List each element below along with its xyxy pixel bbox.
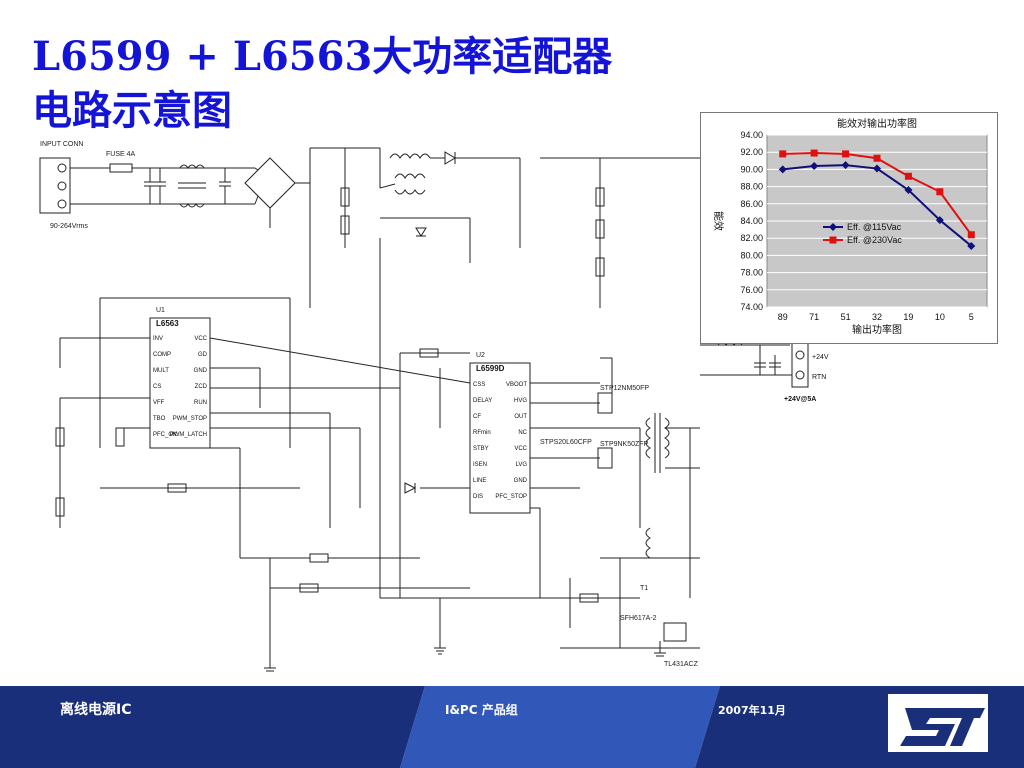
ic-pin-label: VCC	[194, 336, 207, 342]
ic-pin-label: OUT	[514, 414, 527, 420]
ic-pin-label: CSS	[473, 382, 485, 388]
ic-pin-label: HVG	[514, 398, 527, 404]
ic-pin-label: VBOOT	[506, 382, 527, 388]
data-point	[873, 154, 881, 162]
ic-pin-label: STBY	[473, 446, 489, 452]
ic-pin-label: CF	[473, 414, 481, 420]
data-point	[873, 164, 881, 173]
legend-marker	[829, 236, 837, 244]
q1-label: STP12NM50FP	[600, 385, 649, 392]
footer-date-text: 2007年11月	[718, 703, 786, 717]
ic-pin-label: ZCD	[195, 384, 208, 390]
ic-pin-label: DELAY	[473, 398, 492, 404]
data-point	[936, 188, 944, 196]
fuse-label: FUSE 4A	[106, 151, 136, 158]
x-tick-label: 89	[778, 312, 788, 322]
x-tick-label: 5	[969, 312, 974, 322]
ic-pin-label: ISEN	[473, 462, 487, 468]
slide-title-line2: 电路示意图	[32, 87, 232, 134]
out-rating-label: +24V@5A	[784, 396, 816, 403]
data-point	[967, 241, 976, 250]
ic-pin-label: GD	[198, 352, 208, 358]
out-plus-label: +24V	[812, 354, 829, 361]
data-point	[810, 161, 819, 170]
ic-pin-label: MULT	[153, 368, 169, 374]
data-point	[935, 216, 944, 225]
y-tick-label: 94.00	[740, 130, 763, 140]
ic-pin-label: LVG	[515, 462, 527, 468]
u2-label: U2	[476, 352, 485, 359]
ic-l6599-label: L6599D	[476, 364, 505, 373]
y-tick-label: 86.00	[740, 199, 763, 209]
ic-pin-label: LINE	[473, 478, 486, 484]
legend-label: Eff. @230Vac	[847, 235, 902, 245]
ic-pin-label: RUN	[194, 400, 207, 406]
chart-title: 能效对输出功率图	[837, 117, 917, 130]
efficiency-chart: 94.00 92.00 90.00 88.00 86.00 84.00 82.00 80.00…	[700, 112, 998, 344]
data-point	[842, 150, 850, 158]
data-point	[967, 231, 975, 239]
x-tick-label: 19	[903, 312, 913, 322]
ic-pin-label: PFC_STOP	[495, 494, 527, 500]
y-tick-label: 88.00	[740, 182, 763, 192]
y-tick-label: 92.00	[740, 147, 763, 157]
efficiency-chart-svg: 94.00 92.00 90.00 88.00 86.00 84.00 82.00 80.00…	[712, 117, 988, 336]
y-tick-label: 78.00	[740, 268, 763, 278]
opto-label: SFH617A-2	[620, 615, 657, 622]
y-tick-label: 76.00	[740, 285, 763, 295]
y-tick-label: 90.00	[740, 164, 763, 174]
legend-label: Eff. @115Vac	[847, 222, 902, 232]
footer-left-text: 离线电源IC	[60, 701, 131, 718]
q3-label: STP9NK50ZFP	[600, 441, 649, 448]
y-tick-label: 74.00	[740, 302, 763, 312]
data-point	[904, 186, 913, 195]
data-point	[904, 172, 912, 180]
legend-marker	[829, 223, 837, 232]
y-tick-label: 84.00	[740, 216, 763, 226]
footer-mid-text: I&PC 产品组	[445, 702, 518, 717]
ic-pin-label: TBO	[153, 416, 166, 422]
ic-pin-label: DIS	[473, 494, 483, 500]
d-out1-label: STPS20L60CFP	[540, 439, 592, 446]
ic-pin-label: RFmin	[473, 430, 491, 436]
data-point	[778, 165, 787, 174]
y-axis-label: 能效	[712, 211, 725, 231]
x-axis-label: 输出功率图	[852, 323, 902, 336]
circuit-schematic: INPUT CONN FUSE 4A 90-264Vrms U1 U2 STP1…	[39, 141, 700, 672]
x-tick-label: 51	[841, 312, 851, 322]
footer-bar: 离线电源IC I&PC 产品组 2007年11月	[0, 686, 1024, 768]
ic-pin-label: VFF	[153, 400, 165, 406]
ic-pin-label: PFC_OK	[153, 432, 177, 438]
x-tick-label: 71	[809, 312, 819, 322]
ic-pin-label: VCC	[514, 446, 527, 452]
slide-title: L6599 + L6563大功率适配器 电路示意图	[32, 30, 612, 138]
output-connector: +24V RTN +24V@5A	[700, 341, 829, 403]
x-tick-label: 10	[935, 312, 945, 322]
t1-label: T1	[640, 585, 648, 592]
st-logo	[888, 694, 988, 752]
out-rtn-label: RTN	[812, 374, 826, 381]
tl431-label: TL431ACZ	[664, 661, 699, 668]
ic-pin-label: GND	[194, 368, 208, 374]
ic-pin-label: PWM_STOP	[173, 416, 207, 422]
data-point	[841, 161, 850, 170]
ic-pin-label: NC	[518, 430, 527, 436]
ic-l6563-label: L6563	[156, 319, 179, 328]
ic-pin-label: INV	[153, 336, 163, 342]
ic-pin-label: GND	[514, 478, 528, 484]
ic-pin-label: PWM_LATCH	[170, 432, 207, 438]
ic-pin-label: COMP	[153, 352, 171, 358]
y-tick-label: 80.00	[740, 250, 763, 260]
vin-range-label: 90-264Vrms	[50, 223, 88, 230]
data-point	[810, 149, 818, 157]
data-point	[779, 150, 787, 158]
x-tick-label: 32	[872, 312, 882, 322]
input-conn-label: INPUT CONN	[40, 141, 83, 148]
slide-title-line1: L6599 + L6563大功率适配器	[32, 33, 613, 80]
u1-label: U1	[156, 307, 165, 314]
ic-pin-label: CS	[153, 384, 161, 390]
y-tick-label: 82.00	[740, 233, 763, 243]
